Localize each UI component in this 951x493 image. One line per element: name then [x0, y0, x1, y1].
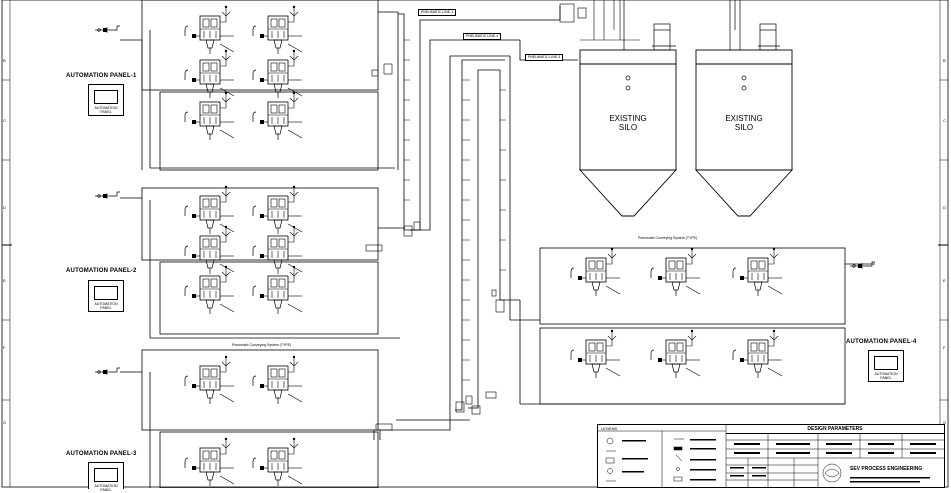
margin-letter-c: C	[3, 118, 6, 123]
design-parameters-title: DESIGN PARAMETERS	[726, 425, 944, 434]
silo-2-label: EXISTING SILO	[696, 114, 792, 132]
group-2	[120, 187, 405, 339]
panel-1-caption: AUTOMATION PANEL	[94, 106, 118, 114]
margin-letter-g: G	[3, 420, 7, 425]
panel-4-caption: AUTOMATION PANEL	[874, 372, 898, 380]
margin-letter-f: F	[3, 345, 6, 350]
panel-4-title: AUTOMATION PANEL-4	[846, 339, 917, 345]
panel-2-caption: AUTOMATION PANEL	[94, 302, 118, 310]
margin-letter-d: D	[3, 205, 6, 210]
silo-2-label-line1: EXISTING	[725, 114, 763, 123]
title-block: LEGEND DESIGN PARAMETERS	[597, 424, 945, 488]
panel-2-title: AUTOMATION PANEL-2	[66, 268, 137, 274]
automation-panel-1: AUTOMATION PANEL	[88, 84, 124, 116]
silo-2-label-line2: SILO	[734, 123, 754, 132]
line-tag-1: PNEUMATIC LINE-1	[418, 9, 457, 16]
panel-4-screen	[874, 356, 898, 370]
panel-2-screen	[94, 286, 118, 300]
line-tag-2: PNEUMATIC LINE-2	[463, 33, 502, 40]
silo-1-label-line1: EXISTING	[609, 114, 647, 123]
silo-1-shape	[578, 49, 678, 217]
margin-letter-e: E	[3, 278, 6, 283]
automation-panel-2: AUTOMATION PANEL	[88, 280, 124, 312]
margin-letter-d-right: D	[943, 205, 946, 210]
title-block-grid	[598, 425, 944, 487]
panel-1-screen	[94, 90, 118, 104]
conveying-header-left: Pneumatic Conveying System (TYPE)	[232, 343, 292, 347]
panel-3-screen	[94, 468, 118, 482]
margin-letter-e-right: E	[943, 278, 946, 283]
line-tag-3: PNEUMATIC LINE-3	[525, 54, 564, 61]
margin-letter-g-right: G	[943, 420, 947, 425]
silo-1-label: EXISTING SILO	[580, 114, 676, 132]
margin-letter-f-right: F	[943, 345, 946, 350]
margin-letter-c-right: C	[943, 118, 946, 123]
trunk-lines	[373, 6, 578, 440]
panel-3-title: AUTOMATION PANEL-3	[66, 451, 137, 457]
panel-3-caption: AUTOMATION PANEL	[94, 484, 118, 492]
right-group	[500, 247, 875, 405]
legend-title: LEGEND	[601, 426, 618, 431]
automation-panel-4: AUTOMATION PANEL	[868, 350, 904, 382]
conveying-header-right: Pneumatic Conveying System (TYPE)	[638, 236, 698, 240]
company-name: SEV PROCESS ENGINEERING	[850, 466, 923, 472]
automation-panel-3: AUTOMATION PANEL	[88, 462, 124, 492]
margin-letter-b-right: B	[943, 58, 946, 63]
margin-letter-b: B	[3, 58, 6, 63]
silo-1-label-line2: SILO	[618, 123, 638, 132]
panel-1-title: AUTOMATION PANEL-1	[66, 73, 137, 79]
silo-2-shape	[694, 49, 794, 217]
group-3	[120, 349, 440, 489]
group-1	[120, 0, 399, 171]
